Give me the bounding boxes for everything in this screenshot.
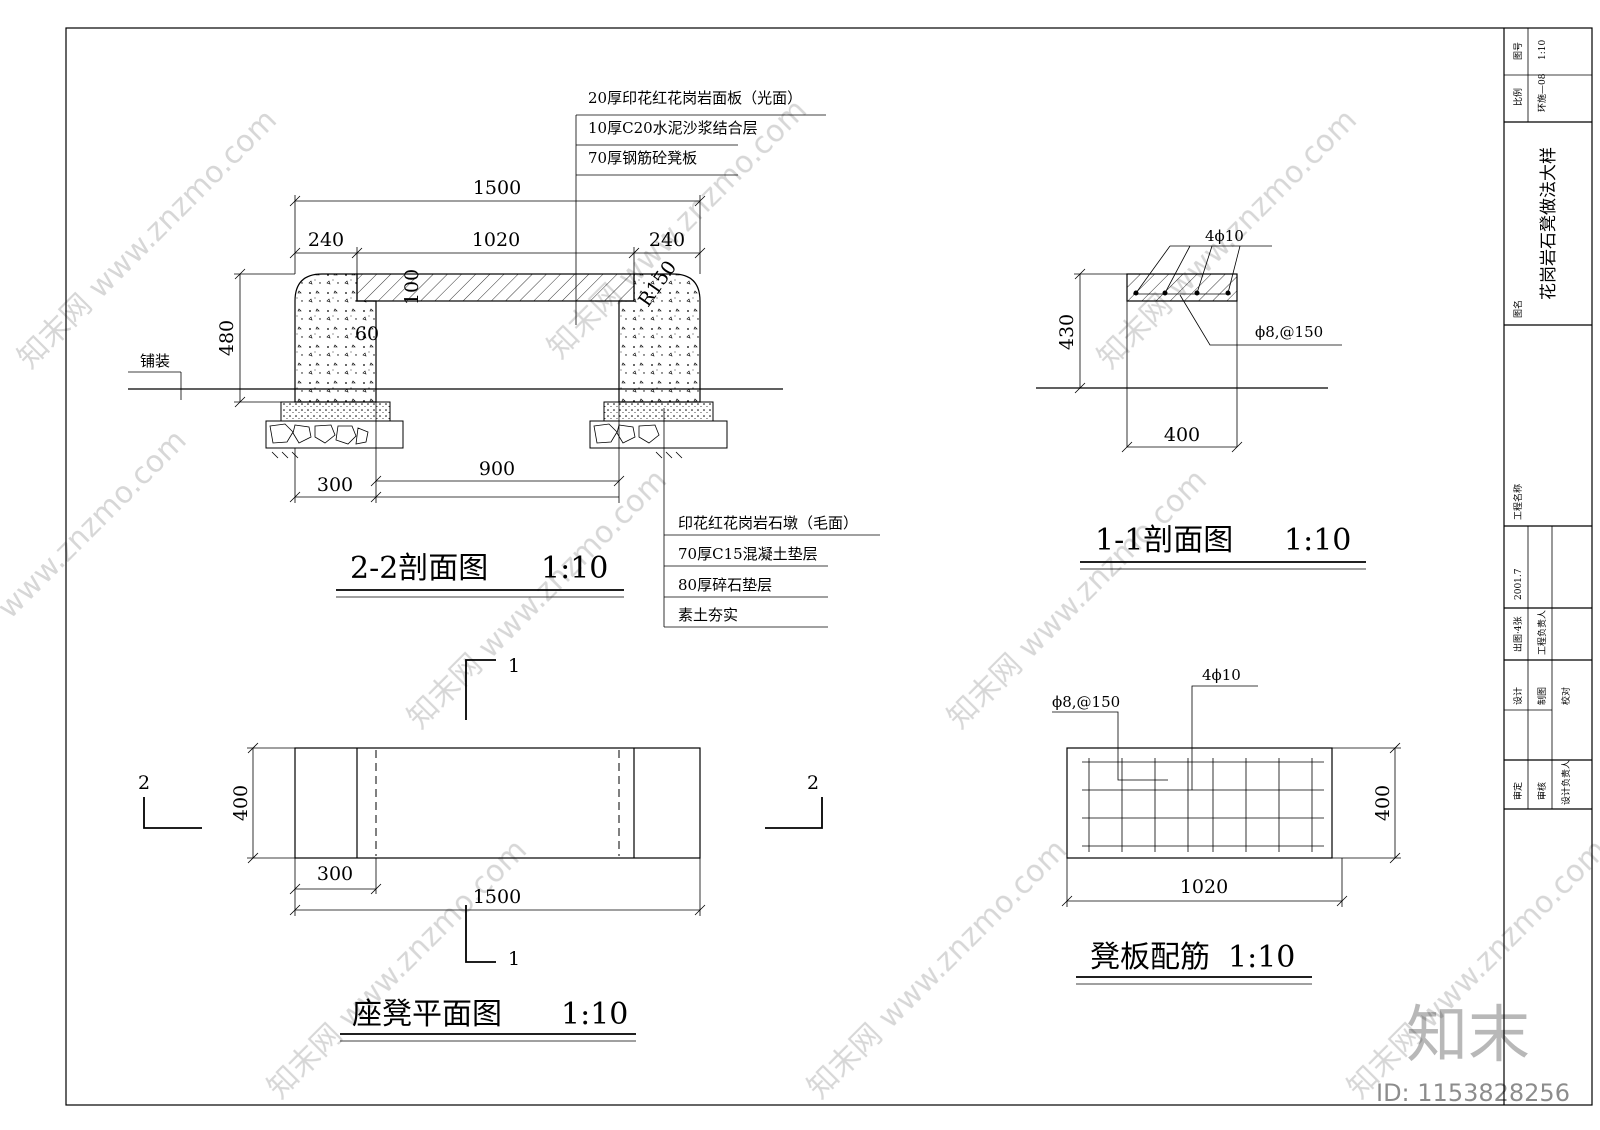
slab-section: [1126, 273, 1238, 302]
tb-design: 设计: [1512, 687, 1524, 705]
top-note-3: 70厚钢筋砼凳板: [588, 149, 697, 167]
sheet-border: [65, 27, 1593, 1106]
watermark-4: www.znzmo.com: [0, 423, 194, 626]
footing-right: [603, 401, 714, 422]
cut-2-right: 2: [807, 772, 819, 794]
watermark-5: 知末网 www.znzmo.com: [401, 463, 674, 736]
right-leg: [618, 273, 701, 403]
paving-label: 铺装: [140, 352, 170, 370]
tb-drawing-no-label: 图号: [1513, 42, 1524, 60]
section-2-2: 铺装 1500 240 1020 240 480: [128, 89, 880, 628]
dim-left: 240: [308, 229, 344, 251]
tb-design-manager: 设计负责人: [1560, 760, 1572, 805]
seat-plan: 400 300 1500 1 1 2 2 座凳平面图 1:10: [138, 655, 823, 1042]
footing-left: [280, 401, 391, 422]
tb-scale-value: 1:10: [1538, 40, 1548, 60]
rebar-main-plan: 4ϕ10: [1202, 666, 1241, 684]
section-2-2-title: 2-2剖面图: [350, 551, 488, 586]
rebar-main-1-1: 4ϕ10: [1205, 227, 1244, 245]
plan-dim-leg: 300: [317, 863, 353, 885]
plan-dim-total: 1500: [473, 886, 521, 908]
plan-outline: [294, 747, 701, 859]
watermark-7: 知末网 www.znzmo.com: [261, 833, 534, 1106]
dim-height: 480: [216, 320, 238, 356]
section-2-2-scale: 1:10: [541, 551, 608, 586]
tb-drawing-no-value: 环施—08: [1536, 73, 1548, 112]
dim-thickness: 100: [401, 269, 423, 305]
bottom-note-1: 印花红花岗岩石墩（毛面）: [678, 514, 858, 532]
dim-width-1-1: 400: [1164, 424, 1200, 446]
tb-drawing-name-label: 图名: [1512, 300, 1524, 318]
top-note-2: 10厚C20水泥沙浆结合层: [588, 119, 758, 137]
cut-1-top: 1: [508, 655, 520, 677]
dim-total: 1500: [473, 177, 521, 199]
tb-approve: 审定: [1512, 782, 1524, 800]
rebar-dim-length: 1020: [1180, 876, 1228, 898]
tb-drawing: 制图: [1536, 687, 1548, 705]
cut-1-bottom: 1: [508, 948, 520, 970]
watermark-1: 知末网 www.znzmo.com: [11, 103, 284, 376]
gravel-right: [589, 420, 728, 449]
gravel-left: [265, 420, 404, 449]
tb-review: 审核: [1536, 782, 1548, 800]
bottom-note-4: 素土夯实: [678, 606, 738, 624]
dim-span: 900: [479, 458, 515, 480]
rebar-plan-scale: 1:10: [1228, 940, 1295, 975]
watermarks: 知末网 www.znzmo.com 知末网 www.znzmo.com 知末网 …: [0, 93, 1600, 1106]
rebar-plan-title: 凳板配筋: [1090, 940, 1210, 975]
rebar-stirrup-1-1: ϕ8,@150: [1255, 323, 1323, 341]
plan-scale: 1:10: [561, 997, 628, 1032]
section-1-1-scale: 1:10: [1284, 523, 1351, 558]
plan-dim-depth: 400: [230, 785, 252, 821]
tb-project-label: 工程名称: [1512, 484, 1524, 520]
tb-project-manager: 工程负责人: [1536, 610, 1548, 655]
dim-mid: 1020: [472, 229, 520, 251]
section-1-1-title: 1-1剖面图: [1095, 523, 1233, 558]
rebar-dim-width: 400: [1372, 785, 1394, 821]
watermark-logo: 知末: [1406, 998, 1530, 1071]
tb-drawing-name: 花岗岩石凳做法大样: [1539, 147, 1559, 300]
dim-base: 300: [317, 474, 353, 496]
cut-2-left: 2: [138, 772, 150, 794]
rebar-outline: [1066, 747, 1333, 859]
left-leg: [294, 273, 377, 403]
rebar-grid: [1082, 758, 1324, 852]
rebar-plan: ϕ8,@150 4ϕ10 400 1020 凳板配筋 1:10: [1052, 666, 1401, 985]
tb-date: 2001.7: [1514, 568, 1524, 600]
tb-proofread: 校对: [1560, 687, 1572, 705]
watermark-8: 知末网 www.znzmo.com: [801, 833, 1074, 1106]
rebar-stirrup-plan: ϕ8,@150: [1052, 693, 1120, 711]
seat-slab: [356, 273, 635, 302]
bottom-note-3: 80厚碎石垫层: [678, 576, 772, 594]
top-note-1: 20厚印花红花岗岩面板（光面）: [588, 89, 802, 107]
dim-height-1-1: 430: [1056, 314, 1078, 350]
tb-stage: 出图·4张: [1512, 616, 1524, 652]
title-block: 比例 1:10 图号 环施—08 图名 花岗岩石凳做法大样 工程名称 2001.…: [1504, 28, 1592, 810]
bottom-note-2: 70厚C15混凝土垫层: [678, 545, 818, 563]
dim-right: 240: [649, 229, 685, 251]
tb-scale-label: 比例: [1512, 88, 1524, 106]
watermark-id: ID: 1153828256: [1376, 1079, 1570, 1107]
plan-title: 座凳平面图: [352, 997, 502, 1032]
section-1-1: 4ϕ10 ϕ8,@150 430 400 1-1剖面图 1:10: [1036, 227, 1366, 570]
dim-leg-gap: 60: [355, 323, 379, 345]
